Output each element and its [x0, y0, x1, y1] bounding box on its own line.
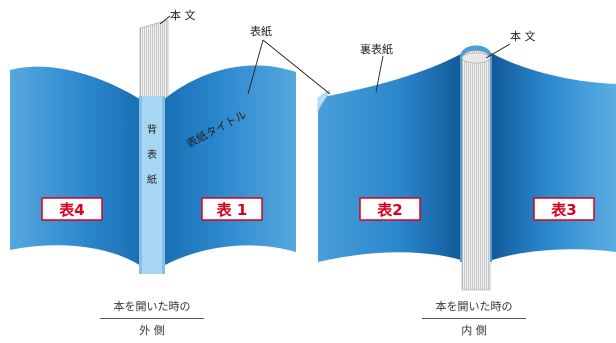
label-cover: 表紙 [250, 24, 272, 38]
panel-h1-label: 表 1 [217, 201, 248, 219]
callout-lines [159, 15, 511, 95]
panel-h3: 表3 [533, 197, 595, 221]
panel-h1: 表 1 [201, 197, 263, 221]
panel-h3-label: 表3 [551, 201, 576, 219]
left-back-cover [10, 66, 141, 267]
outside-view [10, 19, 296, 274]
label-body-text-left: 本 文 [170, 8, 196, 22]
inner-right-cover [486, 50, 616, 262]
left-spine [139, 96, 165, 274]
panel-h2: 表2 [359, 197, 421, 221]
inner-pages-block [461, 50, 491, 291]
panel-h4-label: 表4 [59, 201, 84, 219]
label-spine-1: 背 [147, 123, 157, 136]
caption-left-divider [100, 318, 204, 319]
label-spine-2: 表 [147, 148, 157, 161]
label-back-cover-inner: 裏表紙 [360, 42, 393, 56]
caption-right-bottom: 内 側 [461, 324, 487, 337]
caption-left-bottom: 外 側 [139, 324, 165, 337]
caption-right-top: 本を開いた時の [435, 300, 513, 313]
caption-left-top: 本を開いた時の [113, 300, 191, 313]
inner-left-cover [318, 50, 468, 262]
left-front-cover [163, 65, 296, 266]
curled-corner [317, 89, 331, 113]
label-body-text-right: 本 文 [510, 29, 536, 43]
panel-h4: 表4 [41, 197, 103, 221]
inside-view [317, 45, 616, 291]
caption-right-divider [422, 318, 526, 319]
panel-h2-label: 表2 [377, 201, 402, 219]
label-spine-3: 紙 [147, 173, 157, 186]
